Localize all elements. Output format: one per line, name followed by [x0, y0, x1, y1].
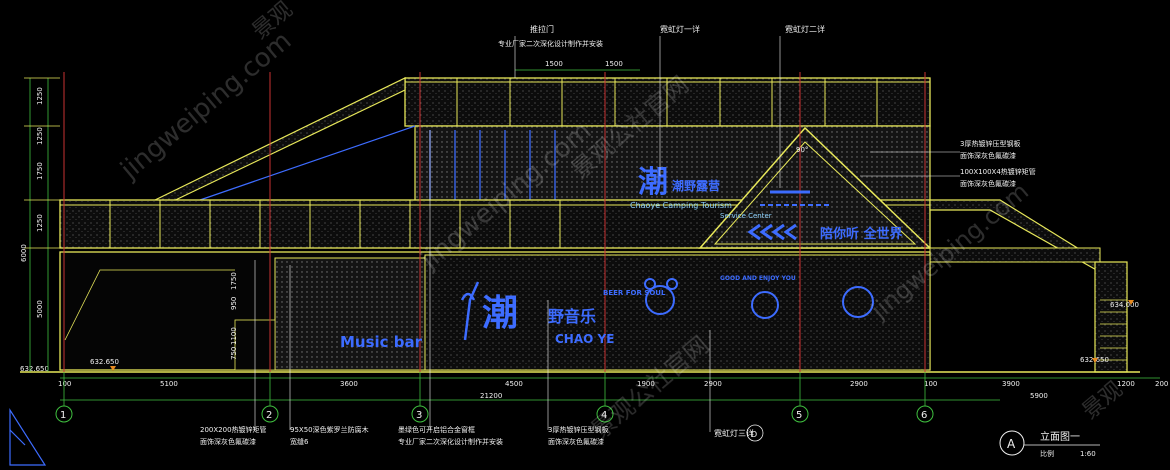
note-right-1-l1: 3厚热镀锌压型钢板	[960, 139, 1020, 148]
bottom-annotations: 200X200热镀锌矩管 面饰深灰色氟碳漆 95X50深色紫罗兰防腐木 宽缝6 …	[200, 130, 764, 446]
slogan: 陪你听 全世界	[820, 226, 903, 242]
corner-triangle	[9, 407, 47, 466]
guitar-icon	[460, 281, 480, 341]
note-bot-1-l1: 200X200热镀锌矩管	[200, 425, 267, 434]
axis-4: 4	[601, 410, 607, 421]
note-bot-4-l1: 3厚热镀锌压型钢板	[548, 425, 608, 434]
dim-b-8: 100	[924, 380, 937, 388]
elevation-2: 632.650	[20, 365, 49, 373]
dim-b-4: 4500	[505, 380, 523, 388]
dim-i-3: 1100	[230, 327, 238, 345]
note-bot-4-l2: 面饰深灰色氟碳漆	[548, 437, 604, 446]
top-dimensions: 1500 1500	[515, 60, 640, 71]
note-bot-3-l2: 专业厂家二次深化设计制作并安装	[398, 437, 503, 446]
note-right-2-l1: 100X100X4热镀锌矩管	[960, 167, 1036, 176]
scale-label: 比例	[1040, 449, 1054, 458]
dim-v-5: 6000	[20, 244, 28, 262]
note-top-2: 霓虹灯一详	[660, 24, 700, 34]
note-bot-5: 霓虹灯三详	[714, 428, 754, 438]
arrow-chevrons	[747, 223, 797, 241]
top-annotations: 推拉门 专业厂家二次深化设计制作并安装 霓虹灯一详 霓虹灯二详	[498, 24, 825, 188]
dim-b-5: 1900	[637, 380, 655, 388]
dim-b-7: 2900	[850, 380, 868, 388]
brand-cn: 潮野露营	[672, 178, 720, 193]
dim-b-2: 5100	[160, 380, 178, 388]
red-column-lines	[63, 72, 926, 372]
dim-b-9: 3900	[1002, 380, 1020, 388]
note-right-2-l2: 面饰深灰色氟碳漆	[960, 179, 1016, 188]
music-bar: Music bar	[340, 333, 423, 351]
gable-frame	[698, 126, 932, 249]
axis-1: 1	[60, 410, 66, 421]
elevation-3: 634.000	[1110, 301, 1139, 309]
dog-icon	[751, 291, 779, 319]
dim-top-1: 1500	[545, 60, 563, 68]
beer-for-soul: BEER FOR SOUL	[603, 289, 666, 297]
dim-b-11: 200	[1155, 380, 1168, 388]
dim-total: 21200	[480, 392, 502, 400]
chao-char: 潮	[482, 293, 518, 334]
note-top-1-l2: 专业厂家二次深化设计制作并安装	[498, 39, 603, 48]
title-block: A 立面图一 比例 1:60	[999, 430, 1100, 458]
service-center: Service Center	[720, 212, 772, 220]
dim-v-6: 5000	[36, 300, 44, 318]
axis-3: 3	[416, 410, 422, 421]
d-mark: D	[751, 430, 757, 439]
bottom-dimensions: 100 5100 3600 4500 1900 2900 2900 100 39…	[58, 377, 1168, 401]
elevation-markers: 632.650 632.650 634.000 632.650	[20, 300, 1139, 373]
brand-en: Chaoye Camping Tourism	[630, 201, 732, 210]
dim-i-2: 950	[230, 297, 238, 310]
dim-v-2: 1250	[36, 127, 44, 145]
elevation-1: 632.650	[90, 358, 119, 366]
note-top-1-l1: 推拉门	[530, 24, 554, 34]
dim-i-1: 1750	[230, 272, 238, 290]
axis-markers: 1 2 3 4 5 6	[55, 372, 934, 423]
dim-b-3: 3600	[340, 380, 358, 388]
neon-signage: 潮 潮野露营 Chaoye Camping Tourism Service Ce…	[340, 146, 903, 351]
brand-char: 潮	[638, 165, 668, 200]
view-mark: A	[1007, 437, 1016, 451]
note-right-1-l2: 面饰深灰色氟碳漆	[960, 151, 1016, 160]
badge-icon	[842, 286, 874, 318]
note-bot-2-l2: 宽缝6	[290, 437, 309, 446]
good-enjoy: GOOD AND ENJOY YOU	[720, 275, 796, 282]
bear-icon	[644, 278, 678, 315]
dim-b-6: 2900	[704, 380, 722, 388]
gable-angle: 90°	[796, 146, 808, 154]
ground-floor	[59, 251, 931, 371]
dim-v-3: 1750	[36, 162, 44, 180]
note-bot-1-l2: 面饰深灰色氟碳漆	[200, 437, 256, 446]
music-cn: 野音乐	[548, 307, 596, 326]
dim-v-1: 1250	[36, 87, 44, 105]
dim-b-1: 100	[58, 380, 71, 388]
dim-right-total: 5900	[1030, 392, 1048, 400]
dim-i-4: 750	[230, 347, 238, 360]
dim-b-10: 1200	[1117, 380, 1135, 388]
scale-value: 1:60	[1080, 450, 1096, 458]
drawing-title: 立面图一	[1040, 430, 1080, 443]
axis-2: 2	[266, 410, 272, 421]
axis-6: 6	[921, 410, 927, 421]
chao-ye: CHAO YE	[555, 332, 614, 346]
dim-v-4: 1250	[36, 214, 44, 232]
note-bot-2-l1: 95X50深色紫罗兰防腐木	[290, 425, 369, 434]
dim-top-2: 1500	[605, 60, 623, 68]
upper-railing	[404, 77, 931, 127]
left-dimensions: 1250 1250 1750 1250 6000 5000 1750 950 1…	[20, 77, 238, 373]
note-top-3: 霓虹灯二详	[785, 24, 825, 34]
right-stair	[929, 199, 1128, 373]
note-bot-3-l1: 墨绿色可开启铝合金窗框	[398, 425, 475, 434]
axis-5: 5	[796, 410, 802, 421]
right-annotations: 3厚热镀锌压型钢板 面饰深灰色氟碳漆 100X100X4热镀锌矩管 面饰深灰色氟…	[860, 139, 1036, 188]
